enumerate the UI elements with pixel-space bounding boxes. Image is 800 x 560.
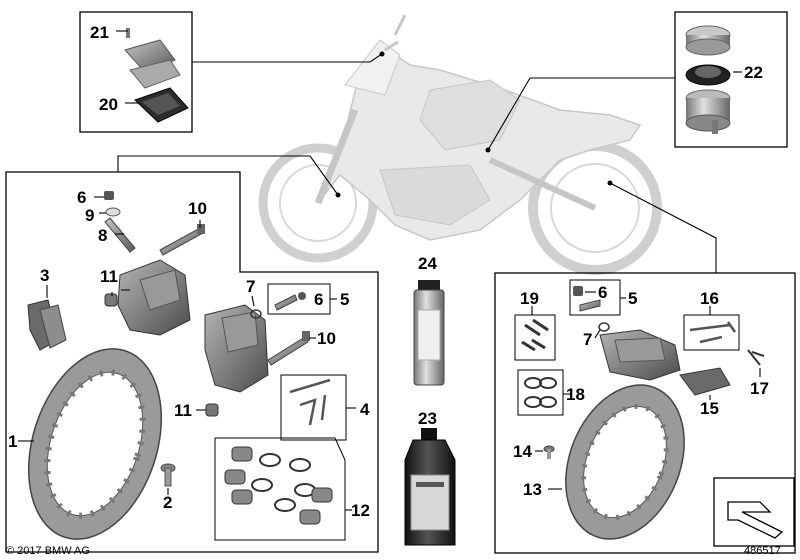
part-front-caliper-left[interactable]: [117, 259, 191, 336]
anchor-dot: [335, 192, 341, 198]
part-14-disc-bolt[interactable]: [543, 445, 555, 459]
image-number: 486517: [744, 545, 781, 557]
part-16-pin-kit[interactable]: [683, 314, 740, 351]
part-front-caliper-right[interactable]: [204, 304, 269, 393]
part-11-piston-plug-right[interactable]: [205, 403, 219, 417]
leader-lines: [117, 53, 717, 273]
anchor-dot: [379, 51, 385, 57]
part-20-gasket[interactable]: [134, 87, 189, 123]
part-12-piston-set[interactable]: [214, 437, 346, 541]
motorcycle-illustration: [258, 14, 662, 275]
view-symbol: [727, 501, 784, 539]
callout-6: 6: [598, 283, 607, 302]
part-10-pin-right[interactable]: [267, 331, 310, 366]
callout-4: 4: [360, 400, 370, 419]
part-22-reservoir-cap[interactable]: [685, 25, 731, 56]
box-handlebar-reservoir: [79, 11, 193, 133]
part-17-spring[interactable]: [747, 349, 765, 366]
anchor-dot: [485, 147, 491, 153]
rear-group-leaders: [531, 291, 761, 490]
callout-17: 17: [750, 379, 769, 398]
part-5-bleed-kit[interactable]: [267, 283, 331, 315]
callout-24: 24: [418, 254, 437, 273]
part-10-pin[interactable]: [159, 224, 205, 256]
callout-7: 7: [583, 330, 592, 349]
callout-22: 22: [744, 63, 763, 82]
part-18-seal-rings[interactable]: [517, 369, 564, 416]
part-1-front-brake-disc[interactable]: [6, 332, 184, 557]
box-rear-reservoir: [674, 11, 788, 148]
callout-8: 8: [98, 226, 107, 245]
part-4-spring-kit[interactable]: [280, 374, 347, 441]
callout-6: 6: [77, 188, 86, 207]
part-23-brake-fluid-bottle[interactable]: [404, 428, 456, 546]
copyright-text: © 2017 BMW AG: [6, 545, 90, 557]
callout-10: 10: [317, 329, 336, 348]
box-front-brake-group: [5, 171, 379, 553]
callout-14: 14: [513, 442, 532, 461]
callout-3: 3: [40, 266, 49, 285]
part-7-seal-ring-rear[interactable]: [598, 322, 610, 332]
callout-11: 11: [100, 267, 118, 286]
box-rear-brake-group: [494, 272, 796, 554]
callout-21: 21: [90, 23, 109, 42]
callout-18: 18: [566, 385, 585, 404]
callout-6: 6: [314, 290, 323, 309]
callout-13: 13: [523, 480, 542, 499]
front-group-leaders: [18, 196, 356, 511]
callout-5: 5: [340, 290, 349, 309]
part-9-washer[interactable]: [105, 207, 121, 217]
part-handlebar-reservoir-cover[interactable]: [124, 39, 181, 89]
part-22-diaphragm[interactable]: [685, 64, 731, 86]
part-8-bleed-screw[interactable]: [104, 217, 136, 253]
part-21-screw[interactable]: [126, 28, 130, 38]
callout-15: 15: [700, 399, 719, 418]
callout-12: 12: [351, 501, 370, 520]
callout-5: 5: [628, 289, 637, 308]
callout-2: 2: [163, 493, 172, 512]
part-11-piston-plug[interactable]: [104, 293, 118, 307]
callout-7: 7: [246, 277, 255, 296]
callout-20: 20: [99, 95, 118, 114]
callout-9: 9: [85, 206, 94, 225]
part-22-reservoir-body[interactable]: [685, 89, 731, 134]
part-3-brake-pads[interactable]: [27, 299, 67, 351]
part-2-disc-bolt[interactable]: [160, 463, 176, 487]
callout-19: 19: [520, 289, 539, 308]
part-6-bleed-cap-rear[interactable]: [573, 286, 583, 296]
callout-10: 10: [188, 199, 207, 218]
part-19-screws[interactable]: [514, 314, 556, 361]
box-corner-symbol: [713, 477, 795, 547]
part-6-bleed-cap[interactable]: [104, 191, 114, 200]
part-7-seal-ring[interactable]: [250, 309, 262, 319]
part-5-bleed-kit-rear[interactable]: [569, 279, 621, 316]
part-13-rear-brake-disc[interactable]: [544, 367, 706, 557]
callout-1: 1: [8, 432, 17, 451]
callout-11: 11: [174, 401, 192, 420]
callout-23: 23: [418, 409, 437, 428]
anchor-dot: [607, 180, 613, 186]
part-24-spray-can[interactable]: [413, 280, 445, 386]
callout-labels: 21 20 22 6 9 8 10 3 11 7 6 5 10 4 11 1 2…: [8, 23, 769, 520]
callout-16: 16: [700, 289, 719, 308]
part-15-rear-brake-pad[interactable]: [679, 367, 731, 396]
part-rear-caliper[interactable]: [599, 329, 681, 381]
